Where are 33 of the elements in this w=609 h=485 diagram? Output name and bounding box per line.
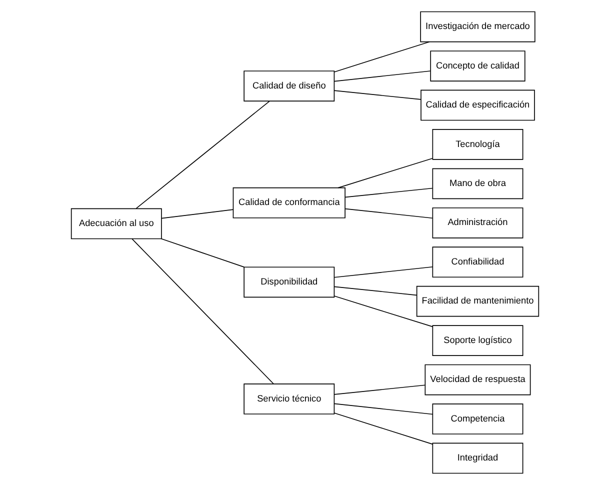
node-box: Confiabilidad: [432, 246, 523, 278]
connector: [337, 158, 432, 188]
node-box: Investigación de mercado: [420, 11, 535, 42]
node-box: Velocidad de respuesta: [424, 364, 530, 396]
node-box: Mano de obra: [432, 168, 523, 200]
node-box: Calidad de conformancia: [232, 187, 345, 218]
node-box: Integridad: [432, 442, 523, 474]
connector: [333, 90, 421, 100]
connector: [344, 208, 432, 219]
node-box: Disponibilidad: [243, 266, 334, 298]
node-box: Servicio técnico: [243, 384, 334, 414]
connector: [333, 286, 417, 296]
node-box: Facilidad de mantenimiento: [416, 286, 539, 317]
connector: [135, 100, 270, 209]
connector: [333, 384, 425, 395]
node-box: Concepto de calidad: [430, 50, 525, 82]
node-box: Soporte logístico: [432, 325, 523, 356]
node-box: Calidad de especificación: [420, 90, 534, 121]
connector: [333, 412, 433, 445]
connector: [333, 403, 433, 415]
node-box: Tecnología: [432, 129, 523, 160]
connector: [333, 70, 430, 82]
connector: [160, 238, 244, 268]
connector: [333, 41, 430, 72]
connector: [160, 209, 234, 219]
connector: [344, 188, 432, 198]
node-box: Administración: [432, 207, 523, 238]
connector: [333, 296, 433, 328]
node-box: Competencia: [432, 404, 523, 434]
node-box: Calidad de diseño: [243, 70, 334, 102]
node-box: Adecuación al uso: [70, 208, 162, 240]
connector: [131, 238, 274, 384]
connector: [333, 266, 433, 278]
